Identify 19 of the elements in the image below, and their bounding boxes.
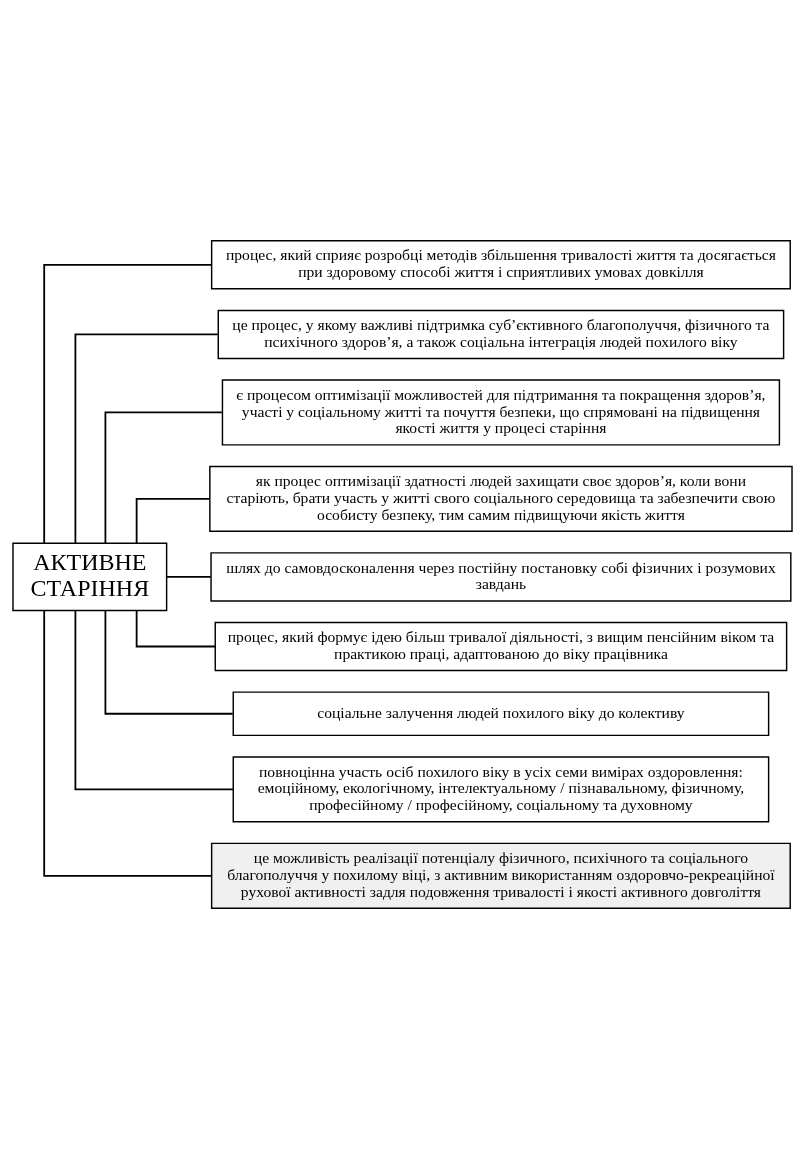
connector xyxy=(74,333,219,545)
connector xyxy=(43,263,213,544)
connector xyxy=(43,609,213,877)
connector xyxy=(165,576,212,578)
connector xyxy=(135,610,217,648)
node-box: це процес, у якому важливі підтримка суб’єктивного благополуччя, фізичного та психічного здоров’я, а також соціальна інтеграція людей похилого віку xyxy=(217,309,785,360)
connector xyxy=(74,609,235,791)
node-box: процес, який формує ідею більш тривалої діяльності, з вищим пенсійним віком та практикою праці, адаптованою до віку працівника xyxy=(214,621,788,672)
node-box: процес, який сприяє розробці методів збільшення тривалості життя та досягається при здоровому способі життя і сприятливих умовах довкілля xyxy=(210,240,791,290)
node-box: АКТИВНЕ СТАРІННЯ xyxy=(12,542,168,612)
connector xyxy=(104,609,234,715)
connector xyxy=(135,498,211,544)
node-box: шлях до самовдосконалення через постійну постановку собі фізичних і розумових завдань xyxy=(210,552,792,602)
node-box: як процес оптимізації здатності людей захищати своє здоров’я, коли вони старіють, брати участь у житті свого соціального середовища та забезпечити свою особисту безпеку, тим самим підвищуючи якість життя xyxy=(209,465,793,532)
node-box: соціальне залучення людей похилого віку до колективу xyxy=(232,691,770,737)
node-box: це можливість реалізації потенціалу фізичного, психічного та соціального благополуччя у похилому віці, з активним використанням оздоровчо-рекреаційної рухової активності задля подовження тривалості і якості активного довголіття xyxy=(210,842,791,909)
connector xyxy=(104,411,223,545)
node-box: є процесом оптимізації можливостей для підтримання та покращення здоров’я, участі у соціальному житті та почуття безпеки, що спрямовані на підвищення якості життя у процесі старіння xyxy=(221,379,781,446)
node-box: повноцінна участь осіб похилого віку в усіх семи вимірах оздоровлення: емоційному, екологічному, інтелектуальному / пізнавальному, фізичному, професійному / професійному, соціальному та духовному xyxy=(232,756,770,823)
